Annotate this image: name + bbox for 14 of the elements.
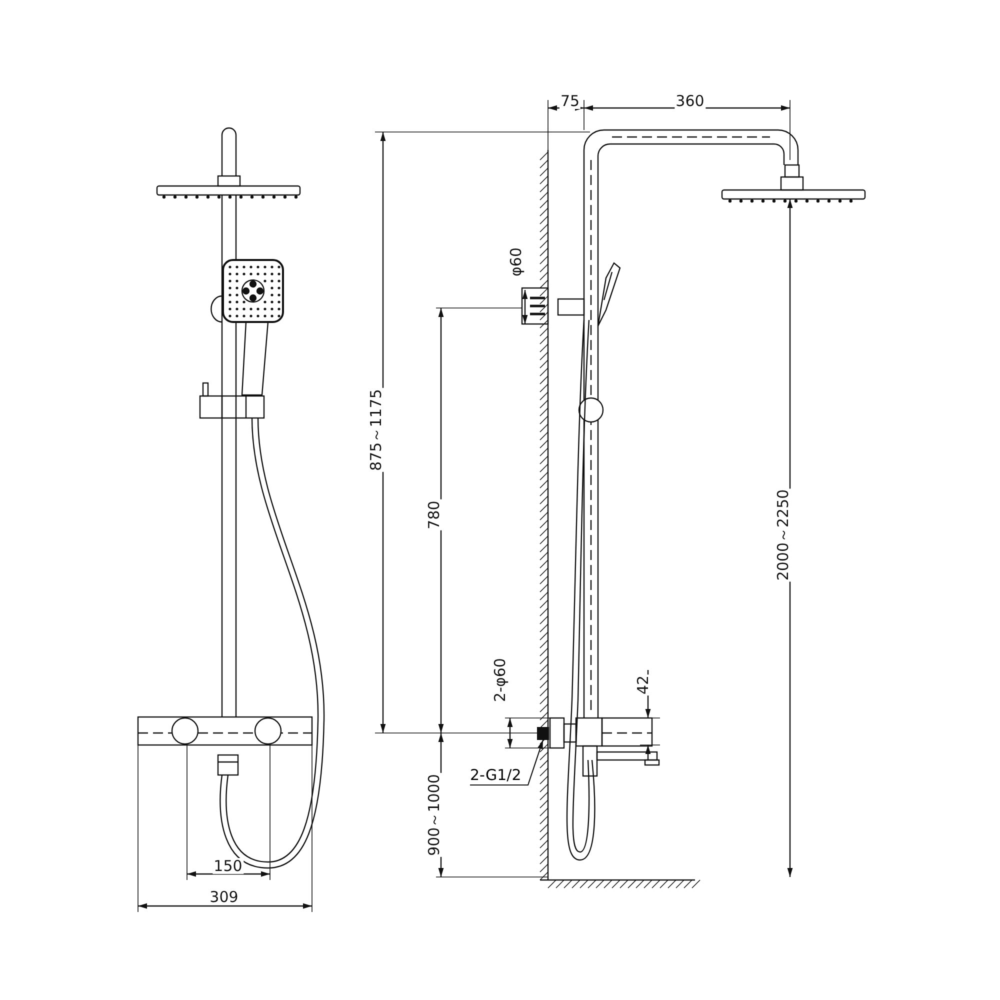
dimension-label: 900～1000	[426, 773, 442, 857]
dimension-label: φ60	[508, 246, 524, 278]
dimension-label: 360	[674, 93, 706, 109]
dimension-label: 875～1175	[368, 388, 384, 472]
dimension-label: 309	[208, 889, 240, 905]
dimension-label: 42	[635, 674, 651, 696]
dimension-label: 2000～2250	[775, 488, 791, 582]
inlet-fitting	[537, 727, 549, 740]
callout-label: 2-G1/2	[470, 766, 528, 784]
dimension-label: 780	[426, 500, 442, 530]
dimension-label: 75	[559, 93, 581, 109]
dimension-label: 150	[212, 858, 244, 874]
leader-line	[470, 740, 544, 786]
dimension-label: 2-φ60	[492, 657, 508, 703]
